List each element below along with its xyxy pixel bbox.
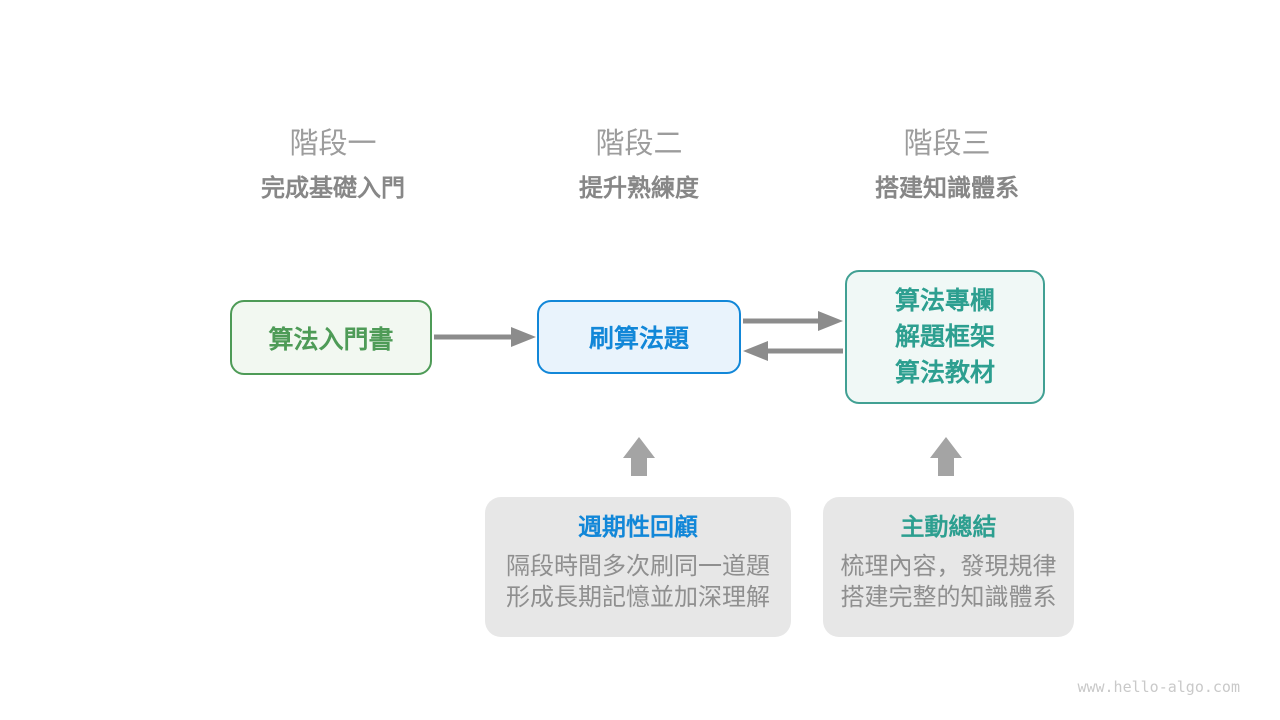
node-resources-line-1: 算法專欄 — [894, 287, 995, 315]
callout-periodic-review-desc: 隔段時間多次刷同一道題 形成長期記憶並加深理解 — [485, 551, 791, 613]
callout-periodic-review: 週期性回顧 隔段時間多次刷同一道題 形成長期記憶並加深理解 — [485, 497, 791, 637]
arrow-up-review-icon — [623, 437, 655, 476]
callout-periodic-review-desc-line-2: 形成長期記憶並加深理解 — [506, 584, 770, 611]
callout-periodic-review-desc-line-1: 隔段時間多次刷同一道題 — [506, 553, 770, 580]
stage3-header: 階段三 搭建知識體系 — [875, 128, 1019, 203]
node-intro-book-label: 算法入門書 — [268, 325, 394, 354]
callout-periodic-review-title: 週期性回顧 — [578, 514, 698, 541]
watermark-url: www.hello-algo.com — [1077, 678, 1240, 696]
node-practice-problems-label: 刷算法題 — [588, 325, 689, 353]
stage2-header: 階段二 提升熟練度 — [579, 128, 699, 203]
callout-active-summary-desc: 梳理內容，發現規律 搭建完整的知識體系 — [823, 551, 1074, 613]
stage2-subtitle: 提升熟練度 — [579, 175, 699, 202]
node-resources: 算法專欄 解題框架 算法教材 — [845, 270, 1045, 404]
callout-active-summary-desc-line-1: 梳理內容，發現規律 — [840, 553, 1057, 580]
arrow-left-stage3-to-stage2-icon — [743, 341, 843, 361]
callout-active-summary-desc-line-2: 搭建完整的知識體系 — [840, 584, 1057, 611]
node-resources-line-2: 解題框架 — [894, 323, 995, 351]
callout-active-summary: 主動總結 梳理內容，發現規律 搭建完整的知識體系 — [823, 497, 1074, 637]
stage1-header: 階段一 完成基礎入門 — [261, 128, 405, 203]
callout-active-summary-title: 主動總結 — [900, 514, 997, 541]
arrow-right-stage1-to-stage2-icon — [434, 327, 536, 347]
node-intro-book: 算法入門書 — [230, 300, 432, 375]
node-practice-problems: 刷算法題 — [537, 300, 741, 374]
stage3-subtitle: 搭建知識體系 — [875, 175, 1019, 202]
stage1-subtitle: 完成基礎入門 — [261, 175, 405, 202]
stage2-label: 階段二 — [595, 128, 683, 160]
node-resources-line-3: 算法教材 — [894, 359, 995, 387]
stage3-label: 階段三 — [903, 128, 991, 160]
arrow-up-summary-icon — [930, 437, 962, 476]
arrow-right-stage2-to-stage3-icon — [743, 311, 843, 331]
stage1-label: 階段一 — [289, 128, 377, 160]
